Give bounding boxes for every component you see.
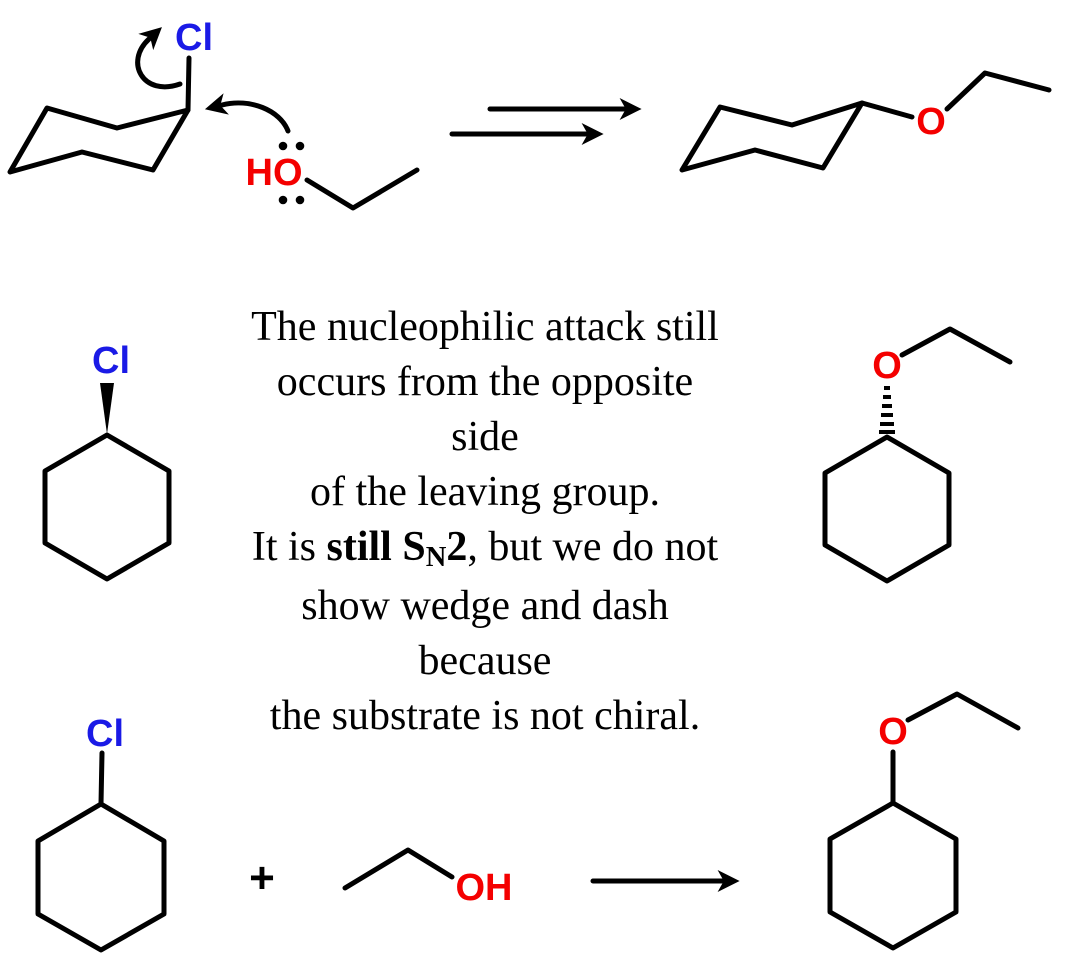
note-line: the substrate is not chiral. [269, 693, 701, 739]
note-line: The nucleophilic attack still [251, 304, 719, 350]
chlorine-label: Cl [86, 713, 124, 755]
lone-pair-dot [278, 195, 288, 205]
note-line: It is still SN2, but we do not [251, 524, 719, 574]
double-reaction-arrow [449, 98, 642, 145]
bold-sn2-number: 2 [446, 524, 468, 570]
cyclohexane-ring [822, 434, 952, 584]
hashed-wedge-bond [879, 386, 895, 434]
curved-arrow-nucleophilic-attack [204, 93, 291, 134]
ethoxycyclohexane-chair: O [679, 70, 1052, 173]
ethyl-chain [304, 167, 420, 211]
alcohol-label: OH [456, 867, 513, 909]
plus-sign: + [249, 854, 275, 903]
ethoxycyclohexane-flat: O [827, 691, 1021, 951]
cyclohexane-ring [827, 800, 959, 951]
curved-arrow-leaving-group [135, 27, 183, 90]
ethoxycyclohexane-dash: O [822, 326, 1013, 584]
note-line: occurs from the opposite side [276, 359, 694, 460]
chlorine-label: Cl [92, 340, 130, 382]
cyclohexane-ring [35, 801, 167, 953]
lone-pair-dot [295, 195, 305, 205]
carbon-chlorine-bond [98, 750, 105, 807]
oxygen-label: O [872, 345, 902, 387]
ethyl-chain [899, 326, 1013, 365]
solid-wedge-bond [100, 383, 114, 434]
ethyl-chain [944, 70, 1052, 112]
lone-pair-dot [295, 141, 305, 151]
explanation-note: The nucleophilic attack still occurs fro… [240, 300, 730, 744]
cyclohexane-chair-ring [7, 105, 191, 175]
lone-pair-dot [278, 141, 288, 151]
chlorine-label: Cl [175, 17, 213, 59]
note-line: of the leaving group. [310, 469, 660, 515]
carbon-oxygen-bond [859, 100, 915, 120]
chlorocyclohexane-wedge: Cl [42, 340, 172, 582]
ethyl-chain [342, 847, 455, 891]
ethanol-molecule: OH [342, 847, 513, 909]
ethyl-chain [905, 691, 1021, 731]
bold-sn2-text: still S [326, 524, 426, 570]
cyclohexane-ring [42, 432, 172, 582]
subscript-n: N [425, 542, 447, 574]
note-line: show wedge and dash because [301, 583, 669, 684]
hydroxyl-label: HO [246, 152, 303, 194]
ethanol-nucleophile: HO [204, 93, 420, 211]
oxygen-label: O [878, 711, 908, 753]
chlorocyclohexane-chair: Cl [7, 17, 213, 175]
curved-arrow-cl-departure [135, 27, 183, 90]
oxygen-label: O [916, 101, 946, 143]
chlorocyclohexane-flat: Cl [35, 713, 167, 953]
carbon-chlorine-bond [185, 55, 192, 113]
cyclohexane-chair-ring [679, 100, 865, 173]
